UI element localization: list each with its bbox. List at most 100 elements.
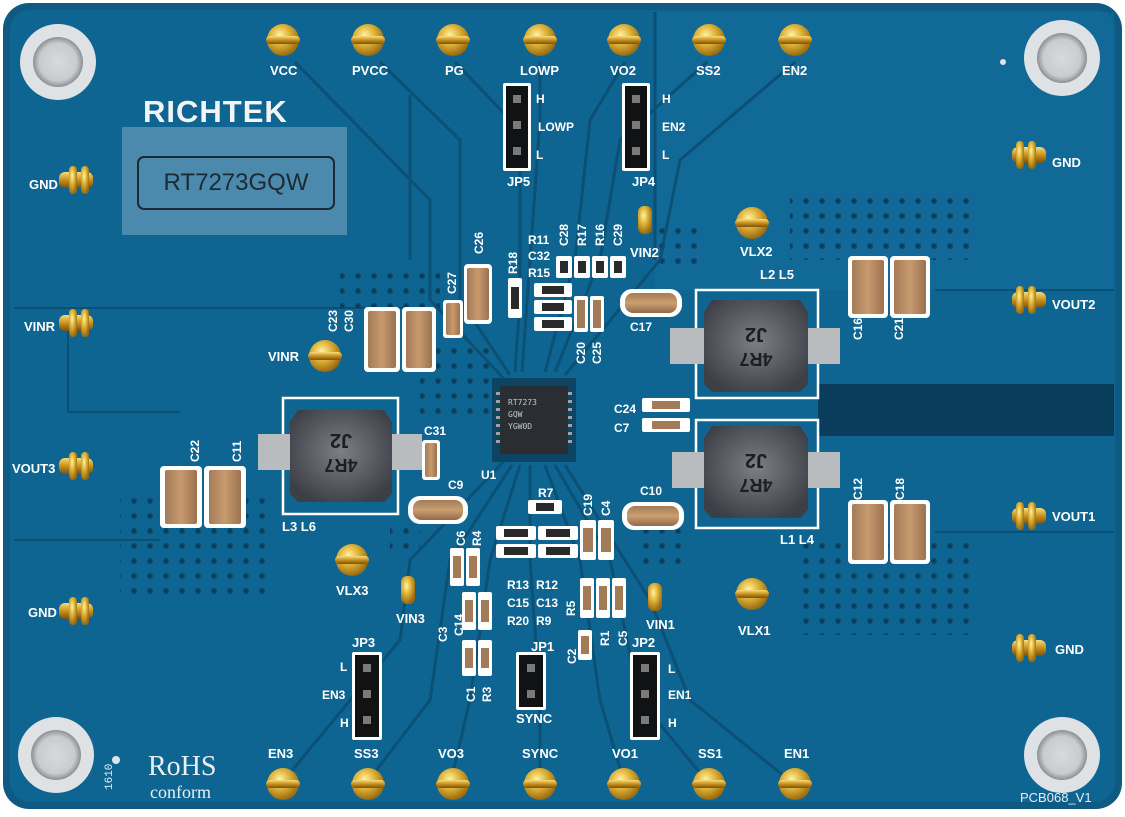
refdes-c23: C23 — [326, 309, 340, 332]
refdes-c2: C2 — [565, 648, 579, 664]
tp-label-vout3: VOUT3 — [12, 461, 56, 476]
refdes-c32: C32 — [528, 249, 551, 263]
jp4-pin-h: H — [662, 92, 671, 106]
jp1-pin-sync: SYNC — [516, 711, 553, 726]
jp5-pin-l: L — [536, 148, 544, 162]
ic-u1 — [492, 378, 576, 462]
inductor-marking-j2: J2 — [745, 323, 767, 345]
rohs-mark: RoHS — [148, 751, 217, 782]
tp-label-en2: EN2 — [782, 63, 808, 78]
inductor-marking-j2: J2 — [745, 449, 767, 471]
tp-label-lowp: LOWP — [520, 63, 559, 78]
refdes-c20: C20 — [574, 341, 588, 364]
inner-test-points — [308, 206, 769, 611]
inductor-marking-4r7: 4R7 — [739, 349, 772, 369]
refdes-r1: R1 — [598, 630, 612, 646]
refdes-c25: C25 — [590, 341, 604, 364]
jp2-pin-h: H — [668, 716, 677, 730]
tp-label-vlx3: VLX3 — [336, 583, 369, 598]
tp-label-ss2: SS2 — [696, 63, 721, 78]
refdes-c12: C12 — [851, 477, 865, 500]
inductor-markings: J2 4R7 J2 4R7 J2 4R7 — [324, 323, 772, 495]
jp2-label: JP2 — [632, 635, 656, 650]
refdes-c27: C27 — [445, 271, 459, 294]
refdes-c5: C5 — [616, 630, 630, 646]
copper-gap — [818, 384, 1114, 436]
jumper-headers — [352, 83, 660, 740]
tp-label-en1: EN1 — [784, 746, 810, 761]
bulk-capacitors — [160, 256, 930, 564]
jp4-label: JP4 — [632, 174, 656, 189]
tp-label-vo3: VO3 — [438, 746, 465, 761]
tp-label-vcc: VCC — [270, 63, 298, 78]
refdes-u1: U1 — [481, 468, 497, 482]
jp5-pin-lowp: LOWP — [538, 120, 574, 134]
refdes-c3: C3 — [436, 626, 450, 642]
tp-label-vin2: VIN2 — [630, 245, 659, 260]
small-passives — [450, 256, 690, 676]
inductor-marking-4r7: 4R7 — [324, 455, 357, 475]
horizontal-capacitors — [408, 289, 684, 530]
refdes-c29: C29 — [611, 223, 625, 246]
tp-label-ss3: SS3 — [354, 746, 379, 761]
inductor-marking-j2: J2 — [330, 429, 352, 451]
refdes-c22: C22 — [188, 439, 202, 462]
refdes-r15: R15 — [528, 266, 551, 280]
jp5-pin-h: H — [536, 92, 545, 106]
tp-label-vo1: VO1 — [612, 746, 639, 761]
tp-label-pvcc: PVCC — [352, 63, 389, 78]
rohs-conform: conform — [150, 782, 211, 802]
refdes-l2-l5: L2 L5 — [760, 267, 794, 282]
refdes-c24: C24 — [614, 402, 637, 416]
tp-label-vin3: VIN3 — [396, 611, 425, 626]
inductor-l1l4 — [672, 418, 840, 530]
refdes-r18: R18 — [506, 251, 520, 274]
jp4-pin-en2: EN2 — [662, 120, 686, 134]
refdes-c17: C17 — [630, 320, 653, 334]
jp2-pin-en1: EN1 — [668, 688, 692, 702]
tp-label-gnd-left-top: GND — [29, 177, 58, 192]
refdes-c6: C6 — [454, 530, 468, 546]
ic-marking-line3: YGW0D — [508, 422, 533, 431]
refdes-c9: C9 — [448, 478, 464, 492]
refdes-r17: R17 — [575, 223, 589, 246]
refdes-c16: C16 — [851, 317, 865, 340]
jp1-label: JP1 — [531, 639, 555, 654]
tp-label-vinr-inner: VINR — [268, 349, 300, 364]
ic-marking-line2: GQW — [508, 410, 523, 419]
bottom-test-points — [266, 768, 812, 800]
refdes-r12: R12 — [536, 578, 559, 592]
top-test-points — [266, 24, 812, 56]
label-sticker — [122, 127, 347, 235]
refdes-c11: C11 — [230, 440, 244, 462]
inductor-l2l5 — [670, 288, 840, 400]
refdes-c10: C10 — [640, 484, 663, 498]
refdes-c21: C21 — [892, 317, 906, 340]
refdes-c26: C26 — [472, 231, 486, 254]
refdes-c28: C28 — [557, 223, 571, 246]
inductor-marking-4r7: 4R7 — [739, 475, 772, 495]
refdes-c4: C4 — [599, 500, 613, 516]
pcb-version: PCB068_V1 — [1020, 790, 1092, 805]
refdes-r9: R9 — [536, 614, 552, 628]
brand-logo: RICHTEK — [143, 94, 288, 129]
refdes-r13: R13 — [507, 578, 530, 592]
jp3-label: JP3 — [352, 635, 376, 650]
tp-label-pg: PG — [445, 63, 464, 78]
part-number-label: RT7273GQW — [137, 156, 335, 210]
refdes-c31: C31 — [424, 424, 447, 438]
tp-label-en3: EN3 — [268, 746, 294, 761]
refdes-c15: C15 — [507, 596, 530, 610]
date-code: 1610 — [104, 763, 116, 790]
inductor-l3l6 — [258, 396, 422, 516]
jp5-label: JP5 — [507, 174, 531, 189]
refdes-r11: R11 — [528, 233, 550, 247]
refdes-c7: C7 — [614, 421, 630, 435]
refdes-l1-l4: L1 L4 — [780, 532, 814, 547]
refdes-c30: C30 — [342, 309, 356, 332]
tp-label-vin1: VIN1 — [646, 617, 675, 632]
jp2-pin-l: L — [668, 662, 676, 676]
jp3-pin-l: L — [340, 660, 348, 674]
tp-label-gnd-right-bottom: GND — [1055, 642, 1084, 657]
refdes-r20: R20 — [507, 614, 530, 628]
